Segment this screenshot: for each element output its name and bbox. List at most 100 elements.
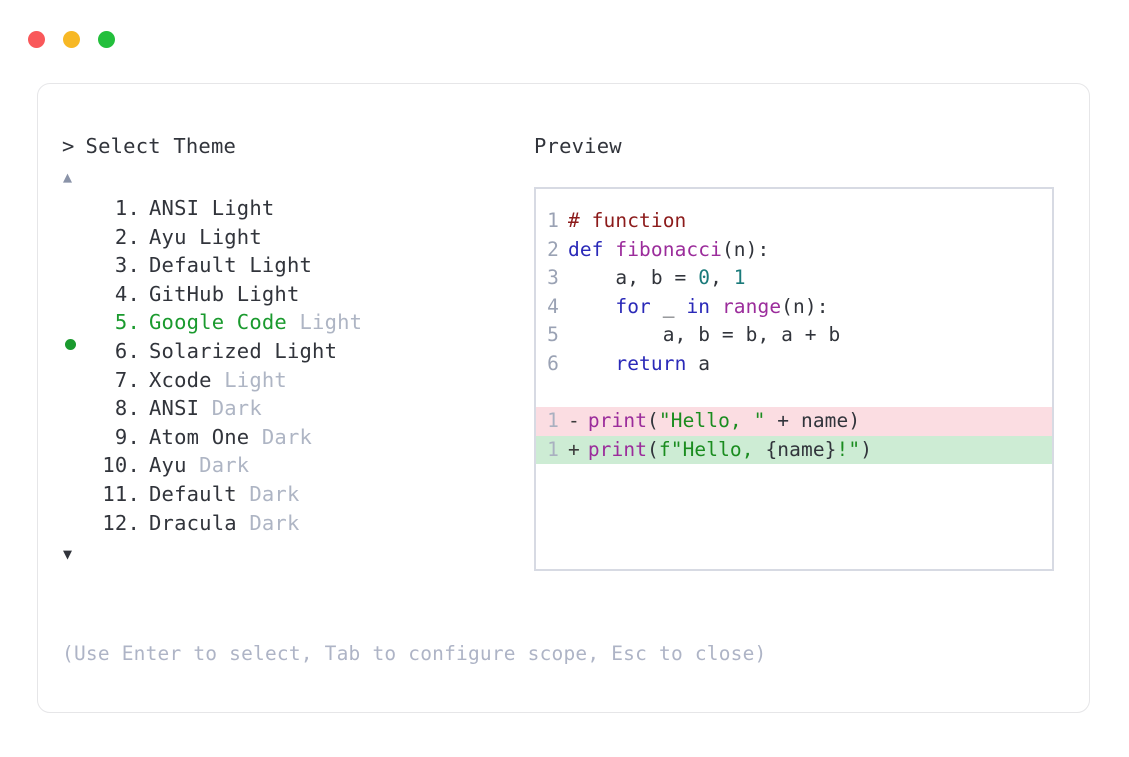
selected-bullet-icon (65, 339, 76, 351)
theme-list-item[interactable]: 2.Ayu Light (62, 223, 532, 252)
page-title: Select Theme (85, 134, 237, 158)
code-source: a, b = 0, 1 (568, 264, 1052, 293)
theme-item-number: 8. (114, 396, 140, 421)
theme-item-number: 7. (114, 367, 140, 392)
code-token (568, 352, 615, 375)
diff-source: print("Hello, " + name) (588, 407, 1052, 436)
theme-item-number: 9. (114, 424, 140, 449)
theme-item-variant: Light (249, 253, 313, 278)
theme-item-variant: Dark (199, 453, 250, 478)
line-number: 4 (547, 294, 559, 318)
code-token: ( (647, 409, 659, 433)
code-token: a, b = b, a + b (568, 323, 841, 347)
code-token: (n): (781, 294, 829, 318)
code-token: print (587, 409, 648, 433)
theme-item-variant: Dark (211, 396, 262, 421)
code-token: f"Hello, (658, 437, 766, 461)
theme-item-number: 12. (102, 510, 140, 535)
code-token: "Hello, " (658, 409, 766, 433)
code-source: a, b = b, a + b (568, 321, 1052, 350)
code-source: return a (568, 350, 1052, 379)
code-source: # function (568, 207, 1052, 236)
code-token: _ (650, 294, 687, 318)
theme-list-item[interactable]: 10. Ayu Dark (62, 451, 532, 480)
diff-line-number: 1 (547, 437, 559, 461)
window-titlebar (28, 31, 115, 48)
code-token: + name) (765, 409, 861, 433)
code-token: return (615, 351, 687, 375)
theme-item-variant: Dark (261, 424, 313, 449)
line-number: 6 (547, 351, 559, 375)
theme-item-variant: Light (224, 367, 287, 392)
line-number: 5 (547, 323, 559, 347)
diff-line-plus: 1+print(f"Hello, {name}!") (536, 435, 1052, 465)
code-token: print (587, 437, 648, 461)
code-token: a, b = (568, 266, 699, 290)
theme-item-name: GitHub Light (149, 281, 300, 306)
theme-item-variant: Light (236, 281, 300, 306)
keyboard-hint: (Use Enter to select, Tab to configure s… (62, 642, 767, 665)
theme-item-number: 3. (114, 253, 140, 278)
theme-list-item[interactable]: 4. GitHub Light (62, 280, 532, 309)
theme-item-number: 4. (114, 281, 140, 306)
code-line: 5 a, b = b, a + b (536, 321, 1052, 350)
theme-item-name: Dracula Dark (149, 510, 300, 535)
scroll-down-arrow-icon[interactable]: ▼ (63, 545, 73, 564)
theme-list-item[interactable]: 9. Atom One Dark (62, 423, 532, 452)
theme-item-number: 10. (102, 453, 140, 478)
theme-list-item[interactable]: 11. Default Dark (62, 480, 532, 509)
theme-item-name: Solarized Light (149, 338, 338, 363)
close-dot[interactable] (28, 31, 45, 48)
theme-item-number: 6. (114, 338, 140, 363)
code-token: range (721, 294, 782, 318)
diff-marker: - (568, 409, 580, 433)
theme-item-variant: Light (274, 338, 338, 363)
code-token: fibonacci (615, 237, 722, 261)
theme-item-name: Google Code Light (149, 310, 363, 335)
theme-list-item[interactable]: 3.Default Light (62, 251, 532, 280)
code-token: {name} (765, 437, 837, 461)
theme-item-name: Xcode Light (149, 367, 287, 392)
code-spacer (536, 379, 1052, 408)
diff-source: print(f"Hello, {name}!") (588, 436, 1052, 465)
scroll-up-arrow-icon[interactable]: ▲ (63, 168, 73, 186)
theme-item-variant: Light (199, 224, 262, 249)
theme-list-item[interactable]: 12. Dracula Dark (62, 509, 532, 538)
line-number: 3 (547, 266, 559, 290)
code-token: def (568, 237, 616, 261)
prompt-caret-icon: > (62, 134, 75, 158)
code-token: for (615, 294, 651, 318)
code-line: 3 a, b = 0, 1 (536, 264, 1052, 293)
theme-item-name: Atom One Dark (149, 424, 313, 449)
diff-line-number: 1 (547, 409, 559, 433)
theme-list-item[interactable]: 7. Xcode Light (62, 366, 532, 395)
code-source: def fibonacci(n): (568, 236, 1052, 265)
line-number: 1 (547, 209, 559, 232)
minimize-dot[interactable] (63, 31, 80, 48)
code-line: 4 for _ in range(n): (536, 293, 1052, 322)
theme-item-name: Default Dark (149, 481, 300, 506)
code-token: in (686, 294, 711, 318)
theme-list-item[interactable]: 6. Solarized Light (62, 337, 532, 366)
code-token: ) (860, 437, 873, 461)
code-source: for _ in range(n): (568, 293, 1052, 322)
theme-item-name: Ayu Dark (149, 453, 250, 478)
theme-list-item[interactable]: 1.ANSI Light (62, 194, 532, 223)
theme-item-variant: Light (211, 196, 275, 220)
theme-item-number: 1. (114, 196, 140, 220)
theme-item-number: 11. (102, 481, 140, 506)
code-token: , (710, 266, 734, 290)
maximize-dot[interactable] (98, 31, 115, 48)
code-token (710, 295, 722, 318)
theme-item-variant: Light (299, 310, 363, 335)
theme-list-item[interactable]: 8.ANSI Dark (62, 394, 532, 423)
theme-list-item[interactable]: 5.Google Code Light (62, 308, 532, 351)
